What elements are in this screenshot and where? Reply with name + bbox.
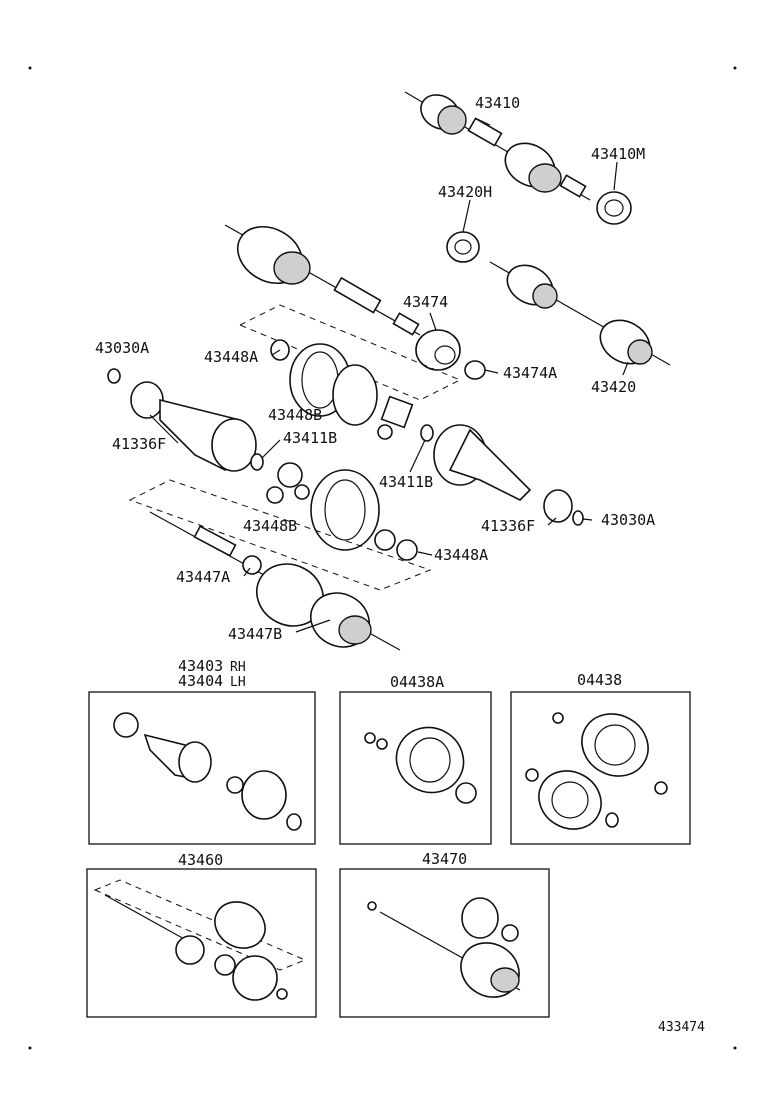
label-43030A-right: 43030A	[601, 511, 655, 529]
kit-43403-parts	[113, 712, 302, 831]
label-43410: 43410	[475, 94, 520, 112]
label-43420: 43420	[591, 378, 636, 396]
clamp-43474A	[464, 360, 486, 380]
seal-43410M	[596, 191, 632, 225]
kit-43460-parts	[93, 879, 307, 1001]
corner-mark	[733, 66, 737, 70]
tripod-joint-left	[266, 462, 310, 504]
clamp-43448A-mid	[396, 539, 418, 561]
seal-43420H	[446, 231, 480, 263]
housing-41336F-right	[433, 424, 573, 523]
snap-ring-43030A-left	[107, 368, 121, 384]
snap-ring-43411B-right	[420, 424, 434, 442]
label-43474: 43474	[403, 293, 448, 311]
snap-ring-43411B-left	[250, 453, 264, 471]
label-43403: 43403	[178, 657, 223, 675]
label-43403-side: RH	[230, 660, 246, 675]
kit-43470-parts	[367, 897, 521, 998]
dashed-group-mid	[128, 479, 432, 591]
corner-mark	[28, 1046, 32, 1050]
leader-lines	[149, 117, 629, 633]
drive-shaft-center	[224, 224, 421, 336]
label-41336F-right: 41336F	[481, 517, 535, 535]
label-43474A: 43474A	[503, 364, 557, 382]
label-43447B: 43447B	[228, 625, 282, 643]
tripod-joint-right	[377, 395, 414, 440]
label-43404-side: LH	[230, 675, 246, 690]
drive-shaft-43410	[404, 91, 591, 201]
label-43410M: 43410M	[591, 145, 645, 163]
snap-ring-43030A-right	[572, 510, 584, 526]
housing-41336F-left	[130, 381, 257, 472]
label-04438A: 04438A	[390, 673, 444, 691]
drive-shaft-43420	[489, 261, 671, 366]
label-43030A-left: 43030A	[95, 339, 149, 357]
label-43420H: 43420H	[438, 183, 492, 201]
kit-04438A-parts	[364, 726, 477, 804]
label-43470: 43470	[422, 850, 467, 868]
corner-mark	[28, 66, 32, 70]
label-diagram-number: 433474	[658, 1020, 705, 1035]
label-43448B-mid: 43448B	[243, 517, 297, 535]
boot-43448	[270, 339, 378, 426]
label-43448B-top: 43448B	[268, 406, 322, 424]
label-43460: 43460	[178, 851, 223, 869]
kit-box-43403	[88, 691, 316, 845]
kit-box-04438A	[339, 691, 492, 845]
corner-mark	[733, 1046, 737, 1050]
boot-43448B	[310, 469, 396, 551]
kit-box-04438	[510, 691, 691, 845]
label-43447A: 43447A	[176, 568, 230, 586]
label-43411B-left: 43411B	[283, 429, 337, 447]
label-41336F-left: 41336F	[112, 435, 166, 453]
kit-box-43460	[86, 868, 317, 1018]
label-43404: 43404	[178, 672, 223, 690]
label-43411B-right: 43411B	[379, 473, 433, 491]
drive-shaft-43447	[149, 511, 401, 651]
kit-04438-parts	[525, 712, 668, 830]
label-43448A-mid: 43448A	[434, 546, 488, 564]
kit-box-43470	[339, 868, 550, 1018]
label-43448A-top: 43448A	[204, 348, 258, 366]
joint-43474	[415, 329, 461, 371]
label-04438: 04438	[577, 671, 622, 689]
